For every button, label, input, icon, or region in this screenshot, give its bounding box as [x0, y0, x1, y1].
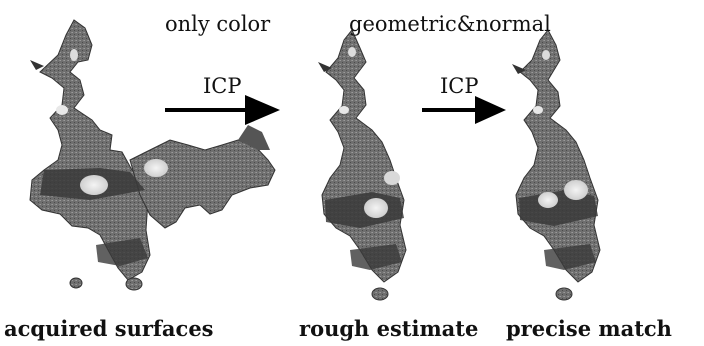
icp-label-1: ICP	[203, 74, 242, 98]
geometric-normal-label: geometric&normal	[349, 12, 551, 36]
icp-label-2: ICP	[440, 74, 479, 98]
rough-estimate-caption: rough estimate	[299, 317, 478, 341]
rough-estimate-model	[318, 30, 406, 300]
only-color-label: only color	[165, 12, 270, 36]
acquired-surfaces-caption: acquired surfaces	[4, 317, 214, 341]
icp-arrow-2	[422, 96, 506, 124]
precise-match-model	[512, 30, 600, 300]
acquired-surfaces-model	[30, 20, 275, 290]
precise-match-caption: precise match	[506, 317, 672, 341]
icp-arrow-1	[165, 95, 280, 125]
